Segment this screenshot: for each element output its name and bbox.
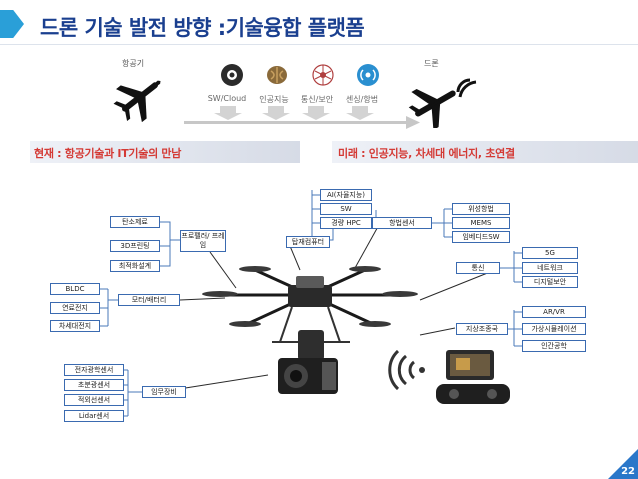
page-corner-accent xyxy=(608,449,638,479)
aircraft-label: 항공기 xyxy=(122,59,145,68)
box-embedded-sw: 임베디드SW xyxy=(452,231,510,243)
box-next-battery: 차세대전지 xyxy=(50,320,100,332)
box-carbon: 탄소제료 xyxy=(110,216,160,228)
future-banner xyxy=(332,141,638,163)
wireless-signal-icon xyxy=(388,350,425,390)
present-banner-text: 현재 : 항공기술과 IT기술의 만남 xyxy=(34,147,182,160)
box-digital-security: 디지털보안 xyxy=(522,276,578,288)
brain-icon xyxy=(267,66,288,84)
box-lidar: Lidar센서 xyxy=(64,410,124,422)
page-number: 22 xyxy=(621,466,635,477)
box-hyperspectral: 초분광센서 xyxy=(64,379,124,391)
broadcast-icon xyxy=(356,64,379,86)
gray-flow-arrows xyxy=(184,106,420,129)
cloud-camera-icon xyxy=(221,64,243,86)
box-top-computer: 탑재컴퓨터 xyxy=(286,236,330,248)
tech-icon-row xyxy=(220,63,380,93)
box-opt-design: 최적화설계 xyxy=(110,260,160,272)
drone-label: 드론 xyxy=(424,59,439,68)
box-simulation: 가상시뮬레이션 xyxy=(522,323,586,335)
box-ai: AI(자율지능) xyxy=(320,189,372,201)
page-title: 드론 기술 발전 방향 :기술융합 플랫폼 xyxy=(40,16,365,40)
tech-label-ai: 인공지능 xyxy=(259,95,289,104)
ground-control-illustration xyxy=(436,350,510,404)
tech-label-comm: 통신/보안 xyxy=(300,95,334,104)
tech-label-sw: SW/Cloud xyxy=(207,94,247,103)
box-propeller-frame: 프로펠러/ 프레임 xyxy=(180,230,226,252)
title-divider xyxy=(0,44,638,45)
drone-airplane-icon xyxy=(408,78,477,128)
box-network: 네트워크 xyxy=(522,262,578,274)
airplane-icon xyxy=(113,80,161,122)
box-3d-print: 3D프린팅 xyxy=(110,240,160,252)
box-hpc: 경량 HPC xyxy=(320,217,372,229)
present-banner xyxy=(30,141,300,163)
box-fuel-cell: 연료전지 xyxy=(50,302,100,314)
network-icon xyxy=(312,64,334,86)
box-nav-sensor: 항법센서 xyxy=(372,217,432,229)
box-gnss: 위성항법 xyxy=(452,203,510,215)
box-motor-battery: 모터/배터리 xyxy=(118,294,180,306)
box-bldc: BLDC xyxy=(50,283,100,295)
tech-label-sensing: 센싱/항법 xyxy=(345,95,379,104)
box-ground-station: 지상조종국 xyxy=(456,323,508,335)
box-mission-equipment: 임무장비 xyxy=(142,386,186,398)
box-sw: SW xyxy=(320,203,372,215)
box-5g: 5G xyxy=(522,247,578,259)
box-mems: MEMS xyxy=(452,217,510,229)
box-hci: 인간공학 xyxy=(522,340,586,352)
box-comm: 통신 xyxy=(456,262,500,274)
box-ir-sensor: 적외선센서 xyxy=(64,394,124,406)
box-ar-vr: AR/VR xyxy=(522,306,586,318)
future-banner-text: 미래 : 인공지능, 차세대 에너지, 초연결 xyxy=(338,147,515,160)
box-eo-sensor: 전자광학센서 xyxy=(64,364,124,376)
drone-illustration xyxy=(202,266,418,394)
